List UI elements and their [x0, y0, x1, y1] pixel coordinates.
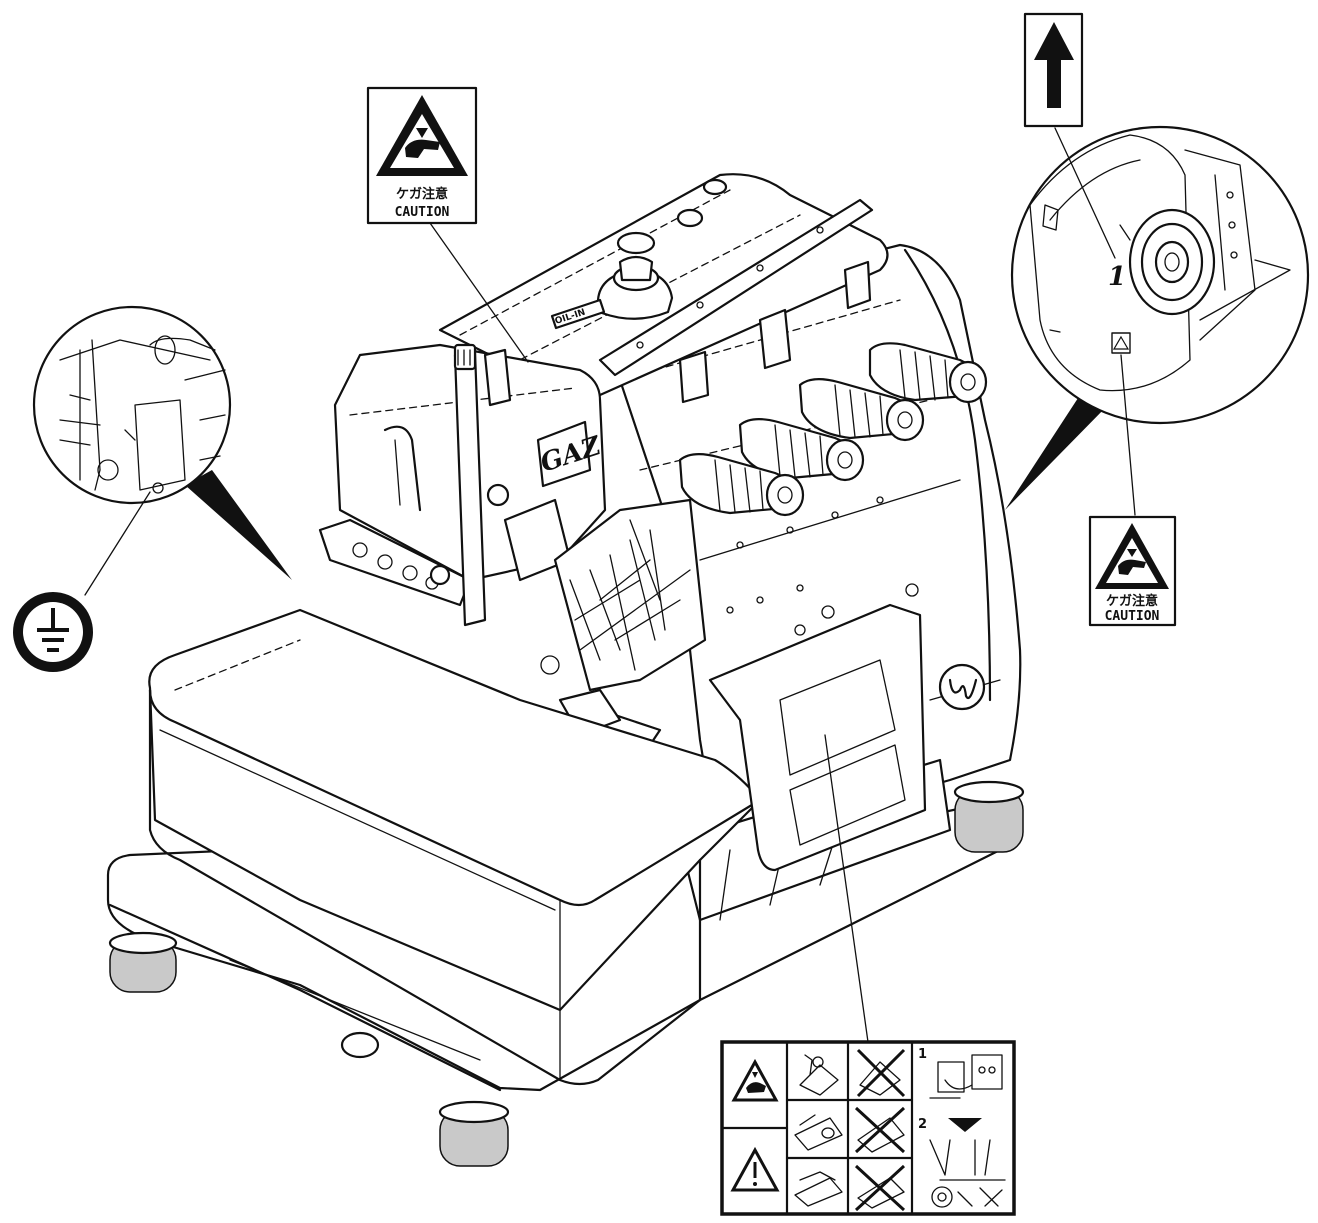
ground-leader-line [84, 491, 151, 596]
pictogram-ok-1 [799, 1054, 839, 1096]
arrow-down-icon [948, 1118, 982, 1132]
belt-cover [708, 603, 927, 872]
caution-top-en: CAUTION [395, 205, 450, 220]
caution-top-jp: ケガ注意 [396, 186, 448, 202]
panel-step-2: 2 [918, 1117, 927, 1132]
pictogram-prohibited-3 [854, 1164, 906, 1212]
body-logo [938, 663, 986, 711]
arrow-up-icon [1034, 22, 1074, 108]
foot-front-center [438, 1100, 510, 1167]
needle-bar-assembly [429, 343, 572, 627]
eye-guard [553, 498, 707, 692]
exclamation-warning-icon [730, 1146, 780, 1192]
tension-knob-3 [738, 418, 865, 482]
table-cover [148, 608, 762, 1086]
panel-step-1: 1 [918, 1047, 927, 1062]
hand-crush-warning-icon [731, 1058, 779, 1102]
pulley-arrow-leader [1054, 127, 1116, 259]
pictogram-ok-2 [794, 1114, 843, 1151]
caution-right-jp: ケガ注意 [1106, 593, 1158, 609]
pulley-mini-warning [1111, 332, 1131, 354]
pulley-caution-leader [1120, 354, 1136, 516]
warning-panel-leader [824, 734, 869, 1043]
pulley-inset: 1 [1005, 125, 1310, 516]
inset-pointer-right [1005, 395, 1108, 510]
inset-pointer-left [185, 470, 292, 580]
pictogram-ok-3 [794, 1171, 843, 1207]
oil-cap [596, 255, 674, 320]
caution-label-right: ケガ注意 CAUTION [1088, 515, 1177, 627]
hand-crush-warning-icon [1095, 523, 1169, 589]
protective-earth-icon [13, 592, 93, 672]
hand-crush-warning-icon [376, 95, 468, 176]
pulley-wheel [1128, 208, 1216, 316]
pictogram-prohibited-2 [854, 1106, 906, 1154]
foot-front-left [108, 931, 178, 993]
direction-arrow-label [1023, 12, 1084, 128]
caution-top-leader [429, 222, 529, 363]
pictogram-prohibited-1 [856, 1048, 906, 1098]
tension-knob-1 [868, 342, 988, 404]
ground-inset [13, 305, 292, 672]
tools-pictogram [931, 1186, 1003, 1208]
caution-label-top: ケガ注意 CAUTION [366, 86, 529, 363]
needle-threading-pictogram [929, 1139, 1006, 1181]
plug-pull-pictogram [929, 1054, 1003, 1099]
foot-right-rear [953, 780, 1025, 853]
tension-knob-4 [678, 453, 805, 517]
bottom-handle [340, 1031, 380, 1059]
warning-panel: 1 2 [720, 734, 1016, 1216]
tension-knobs [678, 342, 988, 517]
tension-knob-2 [798, 378, 925, 442]
pulley-mark: 1 [1108, 262, 1126, 292]
machine-top-arm: OIL-IN [438, 173, 889, 404]
caution-right-en: CAUTION [1105, 609, 1160, 624]
